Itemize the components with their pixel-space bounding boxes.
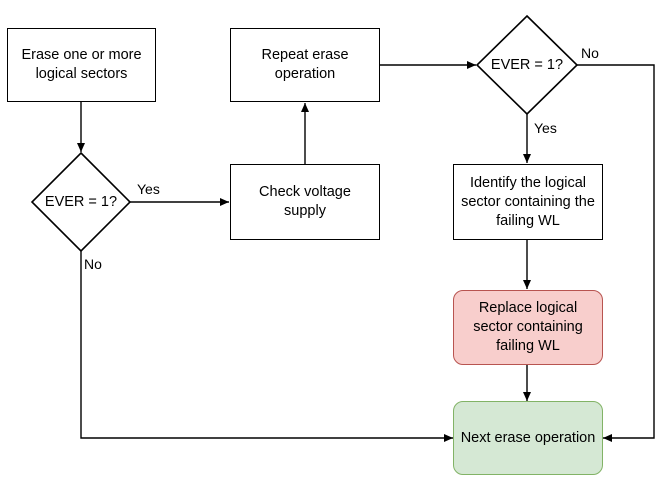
- node-next-erase-label: Next erase operation: [460, 429, 596, 446]
- node-replace-sector: Replace logical sector containing failin…: [453, 290, 603, 365]
- node-replace-sector-label: Replace logical sector containing failin…: [473, 300, 583, 354]
- node-erase-sectors-label: Erase one or more logical sectors: [21, 47, 142, 82]
- node-identify-sector: Identify the logical sector containing t…: [453, 164, 603, 240]
- node-check-voltage: Check voltage supply: [230, 164, 380, 240]
- edge-label-left-yes: Yes: [137, 181, 160, 197]
- decision-right-label: EVER = 1?: [490, 57, 564, 73]
- edge-label-right-no: No: [581, 45, 599, 61]
- decision-left-label: EVER = 1?: [44, 194, 118, 210]
- edge-label-left-no: No: [84, 256, 102, 272]
- node-repeat-erase: Repeat erase operation: [230, 28, 380, 102]
- node-check-voltage-label: Check voltage supply: [259, 184, 351, 219]
- node-repeat-erase-label: Repeat erase operation: [261, 47, 349, 82]
- edge-label-right-yes: Yes: [534, 120, 557, 136]
- edge-decision-right-no-to-next: [577, 64, 655, 442]
- edge-decision-left-no-to-next: [80, 251, 453, 442]
- node-erase-sectors: Erase one or more logical sectors: [7, 28, 156, 102]
- node-next-erase: Next erase operation: [453, 401, 603, 475]
- node-identify-sector-label: Identify the logical sector containing t…: [461, 174, 595, 229]
